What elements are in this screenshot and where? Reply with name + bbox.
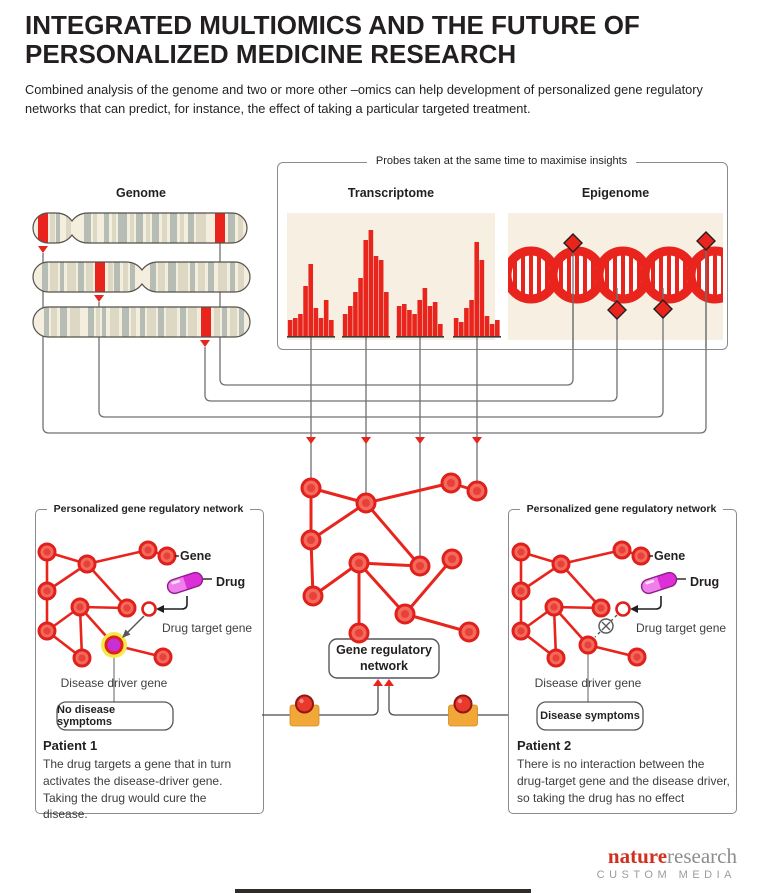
patient1-panel-label: Personalized gene regulatory network [35,503,262,515]
disease-driver-gene-label: Disease driver gene [534,676,642,690]
disease-driver-gene-label: Disease driver gene [60,676,168,690]
methylation-diamond-icon [696,231,716,251]
drug-target-gene-node [141,601,157,617]
probes-box-label: Probes taken at the same time to maximis… [277,155,726,167]
drug-pill-icon [640,571,678,595]
disease-symptoms-box: Disease symptoms [540,710,640,722]
drug-target-gene-label: Drug target gene [636,621,727,635]
footer-crop-bar [235,889,531,893]
patient-gene-network [37,540,212,731]
page-title: INTEGRATED MULTIOMICS AND THE FUTURE OF … [25,10,640,70]
patient2-name: Patient 2 [517,738,572,753]
transcriptome-bars [287,230,501,338]
patient2-panel-label: Personalized gene regulatory network [508,503,735,515]
gene-legend-label: Gene [180,549,212,563]
patient1-description: The drug targets a gene that in turn act… [43,757,232,822]
gene-regulatory-network-box: Gene regulatory network [336,642,432,673]
drug-pill-icon [166,571,204,595]
genome-label: Genome [115,186,166,200]
drug-action-arrow [638,596,662,610]
methylation-diamond-icon [653,299,673,319]
no-interaction-dashed-line [594,614,618,638]
symptoms-box-frame [536,701,644,731]
methylation-diamond-icon [607,300,627,320]
chromosome [32,261,251,293]
transcriptome-label: Transcriptome [347,186,435,200]
patient1-name: Patient 1 [43,738,98,753]
no-disease-symptoms-box: No disease symptoms [57,704,116,728]
plug-knob-icon [453,694,473,714]
drug-target-gene-node [615,601,631,617]
central-gene-network [300,472,488,644]
disease-driver-node [104,635,124,655]
patient-connectors [262,679,508,727]
probe-routing-lines [42,236,707,566]
methylation-marks [563,231,716,348]
logo-nature: nature [607,844,668,868]
drug-legend-label: Drug [216,575,246,589]
genome-locus-arrows [38,246,210,347]
chromosome [32,212,248,244]
transcriptome-flow-arrows [306,437,482,444]
drug-target-gene-label: Drug target gene [162,621,253,635]
dna-helix [508,246,723,304]
nature-research-logo: natureresearch [608,844,737,869]
patient2-description: There is no interaction between the drug… [517,757,730,805]
plug-knob-icon [295,694,314,714]
logo-custom-media: CUSTOM MEDIA [596,869,736,881]
gene-regulatory-network-box-frame [328,638,440,679]
symptoms-box-frame [56,701,174,731]
chromosome [32,306,251,338]
page-subtitle: Combined analysis of the genome and two … [25,82,703,117]
methylation-diamond-icon [563,233,583,253]
activation-arrow [126,615,145,634]
drug-action-arrow [164,596,188,610]
drug-legend-label: Drug [690,575,720,589]
epigenome-label: Epigenome [581,186,650,200]
logo-research: research [667,844,737,868]
patient-gene-network [511,540,686,731]
gene-legend-label: Gene [654,549,686,563]
